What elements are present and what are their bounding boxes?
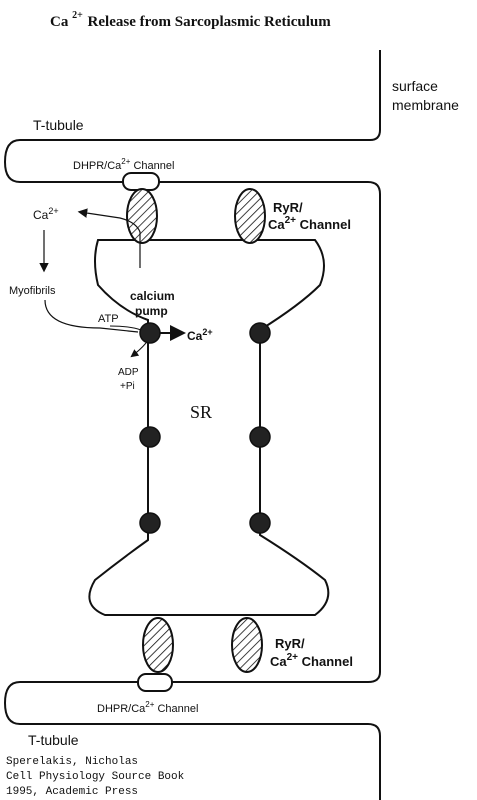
ca-released-label: Ca2+ <box>33 206 59 222</box>
dhpr-channel-bottom <box>137 673 173 692</box>
ca-pumped-label: Ca2+ <box>187 327 213 343</box>
title-superscript: 2+ <box>72 10 83 21</box>
calcium-pump-active <box>139 322 161 344</box>
dhpr-bottom-label-sup: 2+ <box>145 700 154 709</box>
ryr-bottom-label-a: Ca <box>270 654 287 669</box>
surface-membrane <box>3 50 381 800</box>
citation-line3: 1995, Academic Press <box>6 786 138 798</box>
myofibrils-to-pump-path <box>44 299 139 333</box>
sr-label: SR <box>190 402 212 422</box>
adp-label-line1: ADP <box>118 367 139 378</box>
ryr-top-label-line2: Ca2+ Channel <box>268 215 351 232</box>
title-prefix: Ca <box>50 14 69 30</box>
adp-label-line2: +Pi <box>120 381 135 392</box>
t-tubule-bottom-label: T-tubule <box>28 732 79 748</box>
citation-line2: Cell Physiology Source Book <box>6 771 185 783</box>
ryr-bottom-label-line1: RyR/ <box>275 636 305 651</box>
ryr-channel-bottom-left <box>142 617 174 673</box>
dhpr-top-label: DHPR/Ca2+ Channel <box>73 157 174 172</box>
dhpr-bottom-label: DHPR/Ca2+ Channel <box>97 700 198 715</box>
calcium-pump-left-2 <box>139 426 161 448</box>
calcium-pump-left-3 <box>139 512 161 534</box>
dhpr-bottom-label-b: Channel <box>154 703 198 715</box>
dhpr-top-label-a: DHPR/Ca <box>73 160 122 172</box>
dhpr-top-label-sup: 2+ <box>121 157 130 166</box>
ryr-top-label-b: Channel <box>296 217 351 232</box>
ryr-channel-bottom-right <box>231 617 263 673</box>
ryr-top-label-a: Ca <box>268 217 285 232</box>
ryr-bottom-label-sup: 2+ <box>287 652 299 663</box>
surface-membrane-label-line2: membrane <box>392 97 459 113</box>
dhpr-channel-top <box>122 172 160 191</box>
sr-outline <box>88 239 330 616</box>
ca-pumped-label-sup: 2+ <box>202 327 212 337</box>
surface-membrane-label-line1: surface <box>392 78 438 94</box>
ryr-channel-top-left <box>126 188 158 244</box>
calcium-pump-right-3 <box>249 512 271 534</box>
ca-released-label-a: Ca <box>33 208 49 222</box>
dhpr-bottom-label-a: DHPR/Ca <box>97 703 146 715</box>
ca-pumped-label-a: Ca <box>187 329 203 343</box>
ryr-bottom-label-b: Channel <box>298 654 353 669</box>
calcium-pump-label-line1: calcium <box>130 289 175 303</box>
citation-line1: Sperelakis, Nicholas <box>6 756 138 768</box>
atp-arrow <box>109 325 142 331</box>
atp-label: ATP <box>98 313 119 325</box>
title-rest: Release from Sarcoplasmic Reticulum <box>88 14 332 30</box>
adp-arrow <box>130 342 147 358</box>
dhpr-top-label-b: Channel <box>130 160 174 172</box>
t-tubule-top-label: T-tubule <box>33 117 84 133</box>
ryr-top-label-line1: RyR/ <box>273 200 303 215</box>
myofibrils-label: Myofibrils <box>9 285 56 297</box>
ryr-bottom-label-line2: Ca2+ Channel <box>270 652 353 669</box>
calcium-pump-right-1 <box>249 322 271 344</box>
ca-release-arrow <box>77 208 141 268</box>
ryr-top-label-sup: 2+ <box>285 215 297 226</box>
calcium-pump-right-2 <box>249 426 271 448</box>
calcium-pump-label-line2: pump <box>135 304 168 318</box>
ca-released-label-sup: 2+ <box>48 206 58 216</box>
diagram-title: Ca 2+ Release from Sarcoplasmic Reticulu… <box>50 6 331 30</box>
ryr-channel-top-right <box>234 188 266 244</box>
